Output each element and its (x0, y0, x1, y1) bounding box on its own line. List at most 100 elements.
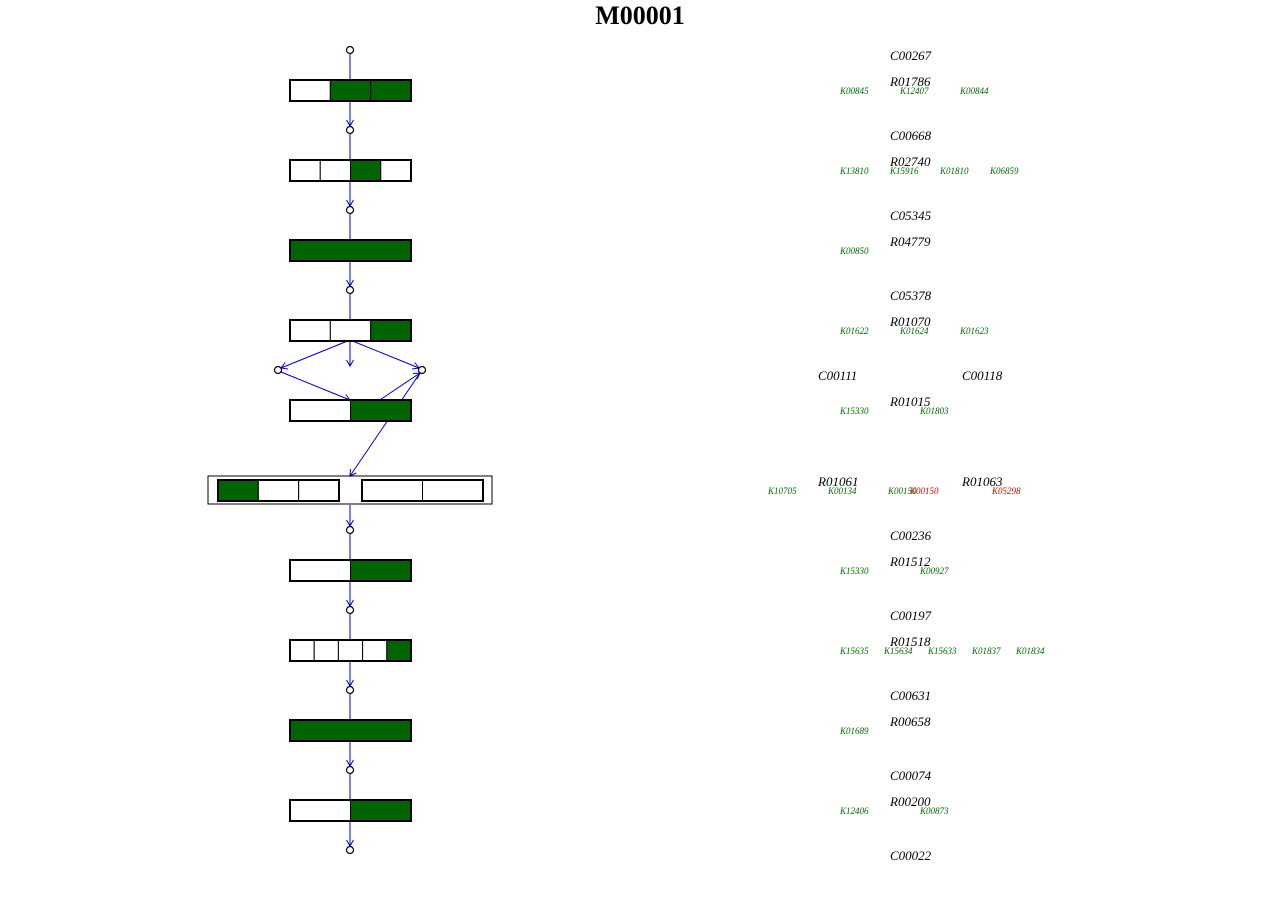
ko-label: K00850 (840, 246, 869, 256)
ko-label: K01623 (960, 326, 989, 336)
complex-box-b-cell-0 (361, 479, 423, 502)
step-box-7-cell-1 (313, 639, 339, 662)
step-box-0-cell-2 (370, 79, 412, 102)
step-box-6-cell-0 (289, 559, 351, 582)
complex-box-a-cell-1 (257, 479, 300, 502)
edge-branch-left (280, 339, 351, 369)
ko-label: K01803 (920, 406, 949, 416)
compound-node (345, 45, 355, 55)
compound-node (345, 125, 355, 135)
step-box-7-cell-2 (337, 639, 364, 662)
reaction-label-left: R01061 (818, 474, 859, 489)
ko-label: K15633 (928, 646, 957, 656)
step-box-0-cell-0 (289, 79, 331, 102)
ko-label: K00927 (920, 566, 949, 576)
step-box-0-cell-1 (329, 79, 372, 102)
step-box-7-cell-0 (289, 639, 315, 662)
step-box-8-border (289, 719, 412, 742)
ko-label: K15634 (884, 646, 913, 656)
step-box-8-cell-0 (289, 719, 412, 742)
reaction-label: R02740 (890, 154, 931, 169)
step-box-6-cell-1 (350, 559, 412, 582)
compound-label: C05378 (890, 288, 932, 303)
step-box-3-cell-0 (289, 319, 331, 342)
reaction-label-right: R01063 (962, 474, 1003, 489)
compound-label-final: C00022 (890, 848, 932, 863)
ko-label: K00150 (888, 486, 917, 496)
reaction-label: R01518 (890, 634, 931, 649)
ko-label: K01624 (900, 326, 929, 336)
ko-label: K15916 (890, 166, 919, 176)
ko-label: K01834 (1016, 646, 1045, 656)
module-title: M00001 (595, 1, 685, 30)
compound-label: C05345 (890, 208, 932, 223)
ko-label: K12407 (900, 86, 929, 96)
compound-label: C00668 (890, 128, 932, 143)
step-box-3-border (289, 319, 412, 342)
ko-label: K01689 (840, 726, 869, 736)
compound-node-left (273, 365, 283, 375)
compound-node (345, 205, 355, 215)
step-box-4-cell-0 (289, 399, 351, 422)
compound-label: C00236 (890, 528, 932, 543)
compound-label: C00631 (890, 688, 932, 703)
edge-branch-right-head (412, 362, 420, 370)
ko-label: K06859 (990, 166, 1019, 176)
compound-label: C00197 (890, 608, 932, 623)
edge-out-3-head (346, 359, 354, 367)
ko-label: K01810 (940, 166, 969, 176)
edge-to-branch-step (349, 372, 421, 477)
complex-box-a-cell-0 (217, 479, 259, 502)
step-box-9-cell-0 (289, 799, 351, 822)
compound-node (345, 525, 355, 535)
ko-label: K00873 (920, 806, 949, 816)
ko-label: K13810 (840, 166, 869, 176)
ko-label: K01837 (972, 646, 1001, 656)
edge-branch-right (349, 339, 420, 369)
ko-label: K10705 (768, 486, 797, 496)
step-box-2-cell-0 (289, 239, 412, 262)
step-box-1-cell-2 (350, 159, 382, 182)
step-box-1-cell-0 (289, 159, 321, 182)
compound-label-right: C00118 (962, 368, 1003, 383)
complex-outer-box (207, 475, 493, 505)
complex-box-a-border (217, 479, 340, 502)
complex-box-a-cell-2 (298, 479, 340, 502)
step-box-1-border (289, 159, 412, 182)
reaction-label: R00658 (890, 714, 931, 729)
ko-label: K05298 (992, 486, 1021, 496)
reaction-label: R01786 (890, 74, 931, 89)
compound-node (345, 605, 355, 615)
compound-node (345, 285, 355, 295)
step-box-4-cell-1 (350, 399, 412, 422)
reaction-label: R04779 (890, 234, 931, 249)
step-box-4-border (289, 399, 412, 422)
ko-label: K00134 (828, 486, 857, 496)
step-box-1-cell-3 (380, 159, 412, 182)
edge-merge-left (280, 371, 351, 401)
step-box-3-cell-2 (370, 319, 412, 342)
ko-label: K01622 (840, 326, 869, 336)
step-box-2-border (289, 239, 412, 262)
ko-label: K00844 (960, 86, 989, 96)
compound-node-right (417, 365, 427, 375)
step-box-7-cell-3 (362, 639, 388, 662)
step-box-6-border (289, 559, 412, 582)
compound-label-left: C00111 (818, 368, 858, 383)
step-box-0-border (289, 79, 412, 102)
edge-out-5-head (346, 519, 354, 527)
compound-node (345, 685, 355, 695)
ko-label: K15330 (840, 406, 869, 416)
ko-label: K15330 (840, 566, 869, 576)
ko-label: K15635 (840, 646, 869, 656)
complex-box-b-border (361, 479, 484, 502)
reaction-label: R01015 (890, 394, 931, 409)
ko-label: K12406 (840, 806, 869, 816)
ko-label: K00845 (840, 86, 869, 96)
compound-label: C00267 (890, 48, 932, 63)
compound-label: C00074 (890, 768, 932, 783)
reaction-label: R01512 (890, 554, 931, 569)
compound-node-final (345, 845, 355, 855)
edge-branch-left-head (280, 362, 288, 370)
